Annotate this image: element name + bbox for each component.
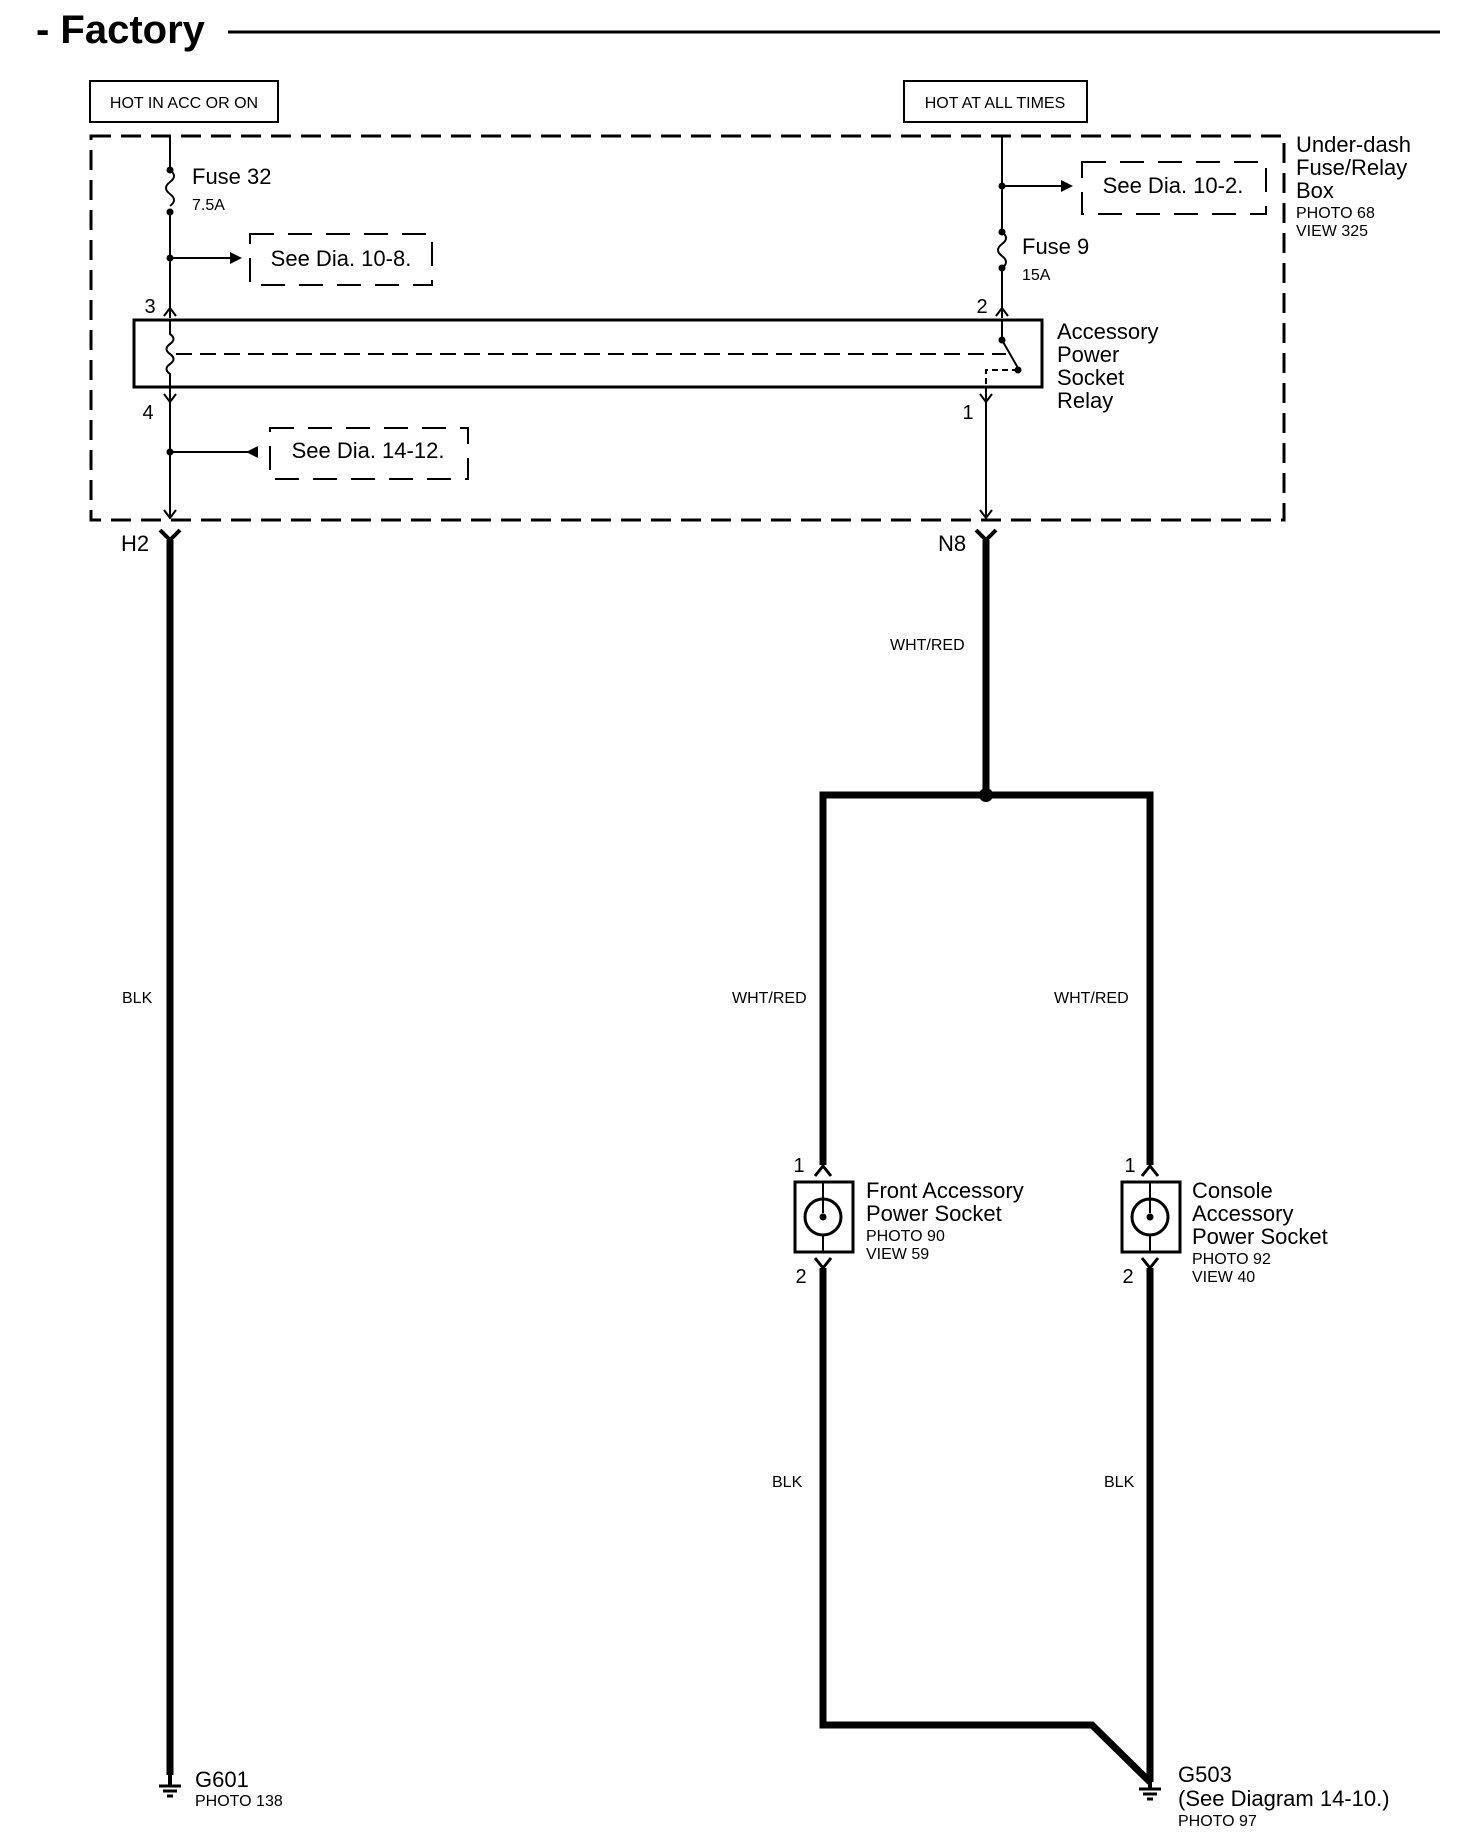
dia-14-12-arrowhead <box>246 446 258 458</box>
relay-name-line2: Power <box>1057 342 1119 367</box>
dia-10-2-arrowhead <box>1061 180 1073 192</box>
connector-n8-label: N8 <box>938 531 966 556</box>
fuse-box-name-line3: Box <box>1296 178 1334 203</box>
right-box-exit-arrow <box>979 509 993 520</box>
wire-wht-red-main-label: WHT/RED <box>890 637 965 654</box>
wire-blk-front-label: BLK <box>772 1474 803 1491</box>
relay-name-line1: Accessory <box>1057 319 1158 344</box>
ground-g601-label: G601 <box>195 1767 249 1792</box>
relay-coil-icon <box>165 320 175 387</box>
wire-blk-front-ground <box>819 1268 1153 1785</box>
power-source-acc-label: HOT IN ACC OR ON <box>110 95 258 112</box>
front-socket-pin-2: 2 <box>795 1266 806 1288</box>
fuse-9-terminal-top <box>998 228 1006 236</box>
wire-blk-console-label: BLK <box>1104 1474 1135 1491</box>
ground-g503-label: G503 <box>1178 1762 1232 1787</box>
connector-h2-label: H2 <box>121 531 149 556</box>
fuse-9-rating: 15A <box>1022 267 1051 284</box>
relay-pin-1: 1 <box>962 402 973 424</box>
relay-pin-4: 4 <box>142 402 153 424</box>
dia-10-8-reference[interactable]: See Dia. 10-8. <box>271 246 412 271</box>
console-socket-name-line1: Console <box>1192 1178 1273 1203</box>
dia-10-2-reference[interactable]: See Dia. 10-2. <box>1103 173 1244 198</box>
relay-pin-2-connector <box>995 306 1009 317</box>
fuse-box-name-line2: Fuse/Relay <box>1296 155 1407 180</box>
fuse-relay-box-outline <box>89 134 1286 522</box>
front-socket-name-line2: Power Socket <box>866 1201 1002 1226</box>
power-source-always-label: HOT AT ALL TIMES <box>925 95 1066 112</box>
fuse-32-rating: 7.5A <box>192 197 225 214</box>
dia-10-8-arrowhead <box>230 252 242 264</box>
front-socket-view: VIEW 59 <box>866 1246 929 1263</box>
ground-g503-photo: PHOTO 97 <box>1178 1813 1257 1830</box>
front-socket-pin-1: 1 <box>793 1155 804 1177</box>
front-socket-center-icon <box>819 1213 827 1221</box>
wire-blk-ground-left-label: BLK <box>122 990 153 1007</box>
dia-14-12-reference[interactable]: See Dia. 14-12. <box>292 438 445 463</box>
fuse-box-view: VIEW 325 <box>1296 223 1368 240</box>
ground-g503-reference[interactable]: (See Diagram 14-10.) <box>1178 1786 1390 1811</box>
fuse-9-icon <box>997 231 1007 269</box>
front-socket-pin-2-connector <box>813 1257 833 1271</box>
power-source-acc-box <box>89 80 279 123</box>
console-socket-name-line3: Power Socket <box>1192 1224 1328 1249</box>
dia-10-8-box <box>249 233 433 286</box>
fuse-box-photo: PHOTO 68 <box>1296 205 1375 222</box>
relay-name-line4: Relay <box>1057 388 1113 413</box>
console-socket-pin-2-connector <box>1140 1257 1160 1271</box>
console-socket-photo: PHOTO 92 <box>1192 1251 1271 1268</box>
front-socket-photo: PHOTO 90 <box>866 1228 945 1245</box>
left-box-exit-arrow <box>163 509 177 520</box>
connector-h2-icon <box>158 528 182 543</box>
wire-wht-red-split <box>819 791 1154 1165</box>
front-socket-name-line1: Front Accessory <box>866 1178 1024 1203</box>
relay-name-line3: Socket <box>1057 365 1124 390</box>
console-socket-center-icon <box>1146 1213 1154 1221</box>
console-socket-pin-1: 1 <box>1124 1155 1135 1177</box>
page-title: - Factory <box>36 8 206 52</box>
front-socket-pin-1-connector <box>813 1163 833 1177</box>
relay-body <box>132 318 1044 389</box>
relay-contact-return <box>985 369 1018 387</box>
console-socket-view: VIEW 40 <box>1192 1269 1255 1286</box>
wire-wht-red-front-label: WHT/RED <box>732 990 807 1007</box>
fuse-32-name: Fuse 32 <box>192 164 272 189</box>
dia-14-12-box <box>269 427 469 480</box>
ground-g601-icon <box>159 1775 181 1798</box>
connector-n8-icon <box>974 528 998 543</box>
fuse-9-name: Fuse 9 <box>1022 234 1089 259</box>
dia-10-2-box <box>1081 161 1267 215</box>
wire-wht-red-console-label: WHT/RED <box>1054 990 1129 1007</box>
fuse-32-terminal-top <box>166 166 174 174</box>
relay-contact-switch <box>1001 339 1019 369</box>
ground-g503-icon <box>1139 1780 1161 1801</box>
relay-pin-2: 2 <box>976 296 987 318</box>
ground-g601-photo: PHOTO 138 <box>195 1793 283 1810</box>
relay-pin-3: 3 <box>144 296 155 318</box>
fuse-box-name-line1: Under-dash <box>1296 132 1411 157</box>
relay-pin-3-connector <box>163 306 177 317</box>
fuse-32-icon <box>165 169 175 207</box>
console-socket-pin-1-connector <box>1140 1163 1160 1177</box>
console-socket-name-line2: Accessory <box>1192 1201 1293 1226</box>
power-source-always-box <box>903 80 1088 123</box>
console-socket-pin-2: 2 <box>1122 1266 1133 1288</box>
